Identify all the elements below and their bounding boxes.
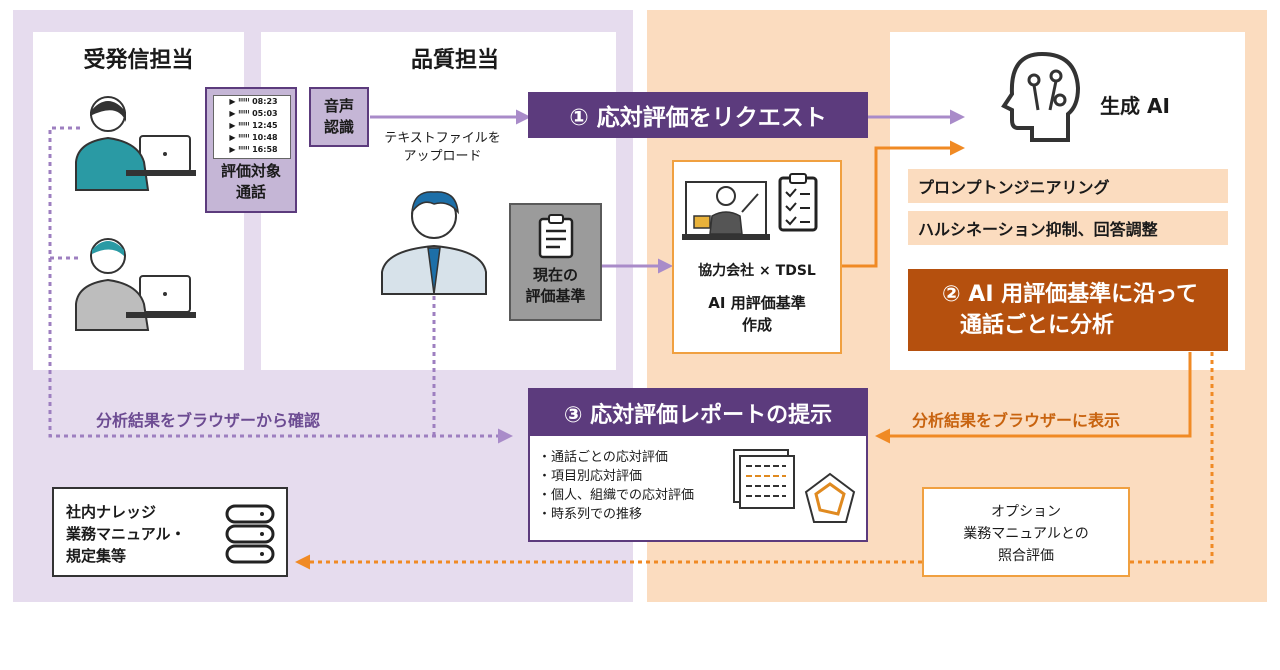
partner-to-ai-arrow — [842, 140, 965, 268]
report-items: ・通話ごとの応対評価 ・項目別応対評価 ・個人、組織での応対評価 ・時系列での推… — [538, 448, 694, 524]
browser-confirm-label: 分析結果をブラウザーから確認 — [96, 411, 321, 430]
option-label: オプション 業務マニュアルとの 照合評価 — [963, 504, 1089, 564]
list-item: ・項目別応対評価 — [538, 469, 643, 484]
speech-recognition-box: 音声 認識 — [309, 87, 369, 147]
list-item: ・通話ごとの応対評価 — [538, 450, 668, 465]
partner-box: 協力会社 × TDSL AI 用評価基準 作成 — [672, 160, 842, 354]
eval-target-calls: ▶ ᑊᑊᑊᑊᑊᑊ 08:23 ▶ ᑊᑊᑊᑊᑊᑊ 05:03 ▶ ᑊᑊᑊᑊᑊᑊ 1… — [205, 87, 297, 213]
genai-title: 生成 AI — [1100, 94, 1170, 118]
knowledge-box: 社内ナレッジ 業務マニュアル・ 規定集等 — [52, 487, 288, 577]
partner-title: 協力会社 × TDSL — [698, 263, 816, 279]
partner-caption: AI 用評価基準 作成 — [708, 294, 806, 334]
report-chart-icon — [733, 449, 856, 523]
clipboard-icon — [538, 214, 573, 259]
step2-analysis-banner: ② AI 用評価基準に沿って 通話ごとに分析 — [908, 269, 1228, 351]
knowledge-label: 社内ナレッジ 業務マニュアル・ 規定集等 — [66, 503, 186, 565]
current-criteria-box: 現在の 評価基準 — [509, 203, 602, 321]
browser-display-label: 分析結果をブラウザーに表示 — [912, 411, 1121, 430]
operator-headset-icon — [75, 238, 196, 331]
operator-dotted-line — [48, 126, 513, 444]
quality-staff-icon — [381, 191, 487, 295]
step1-request-banner: ① 応対評価をリクエスト — [528, 92, 868, 138]
step3-report-banner: ③ 応対評価レポートの提示 — [530, 390, 866, 436]
database-icon — [225, 504, 275, 564]
quality-title: 品質担当 — [410, 48, 499, 73]
partner-meeting-icon — [682, 173, 818, 240]
audio-file-list: ▶ ᑊᑊᑊᑊᑊᑊ 08:23 ▶ ᑊᑊᑊᑊᑊᑊ 05:03 ▶ ᑊᑊᑊᑊᑊᑊ 1… — [213, 95, 291, 159]
list-item: ・時系列での推移 — [538, 507, 643, 522]
eval-call-label-1: 評価対象 — [220, 162, 281, 180]
operator-headset-icon — [75, 96, 196, 191]
list-item: ・個人、組織での応対評価 — [538, 488, 695, 503]
ai-brain-icon — [1001, 51, 1081, 142]
reception-title: 受発信担当 — [83, 48, 194, 73]
upload-label: テキストファイルを アップロード — [384, 131, 501, 164]
option-box: オプション 業務マニュアルとの 照合評価 — [922, 487, 1130, 577]
report-box: ③ 応対評価レポートの提示 ・通話ごとの応対評価 ・項目別応対評価 ・個人、組織… — [528, 388, 868, 542]
eval-call-label-2: 通話 — [235, 183, 266, 201]
display-arrow — [875, 352, 1192, 444]
feature-hallucination-control: ハルシネーション抑制、回答調整 — [908, 211, 1228, 245]
feature-prompt-engineering: プロンプトンジニアリング — [908, 169, 1228, 203]
